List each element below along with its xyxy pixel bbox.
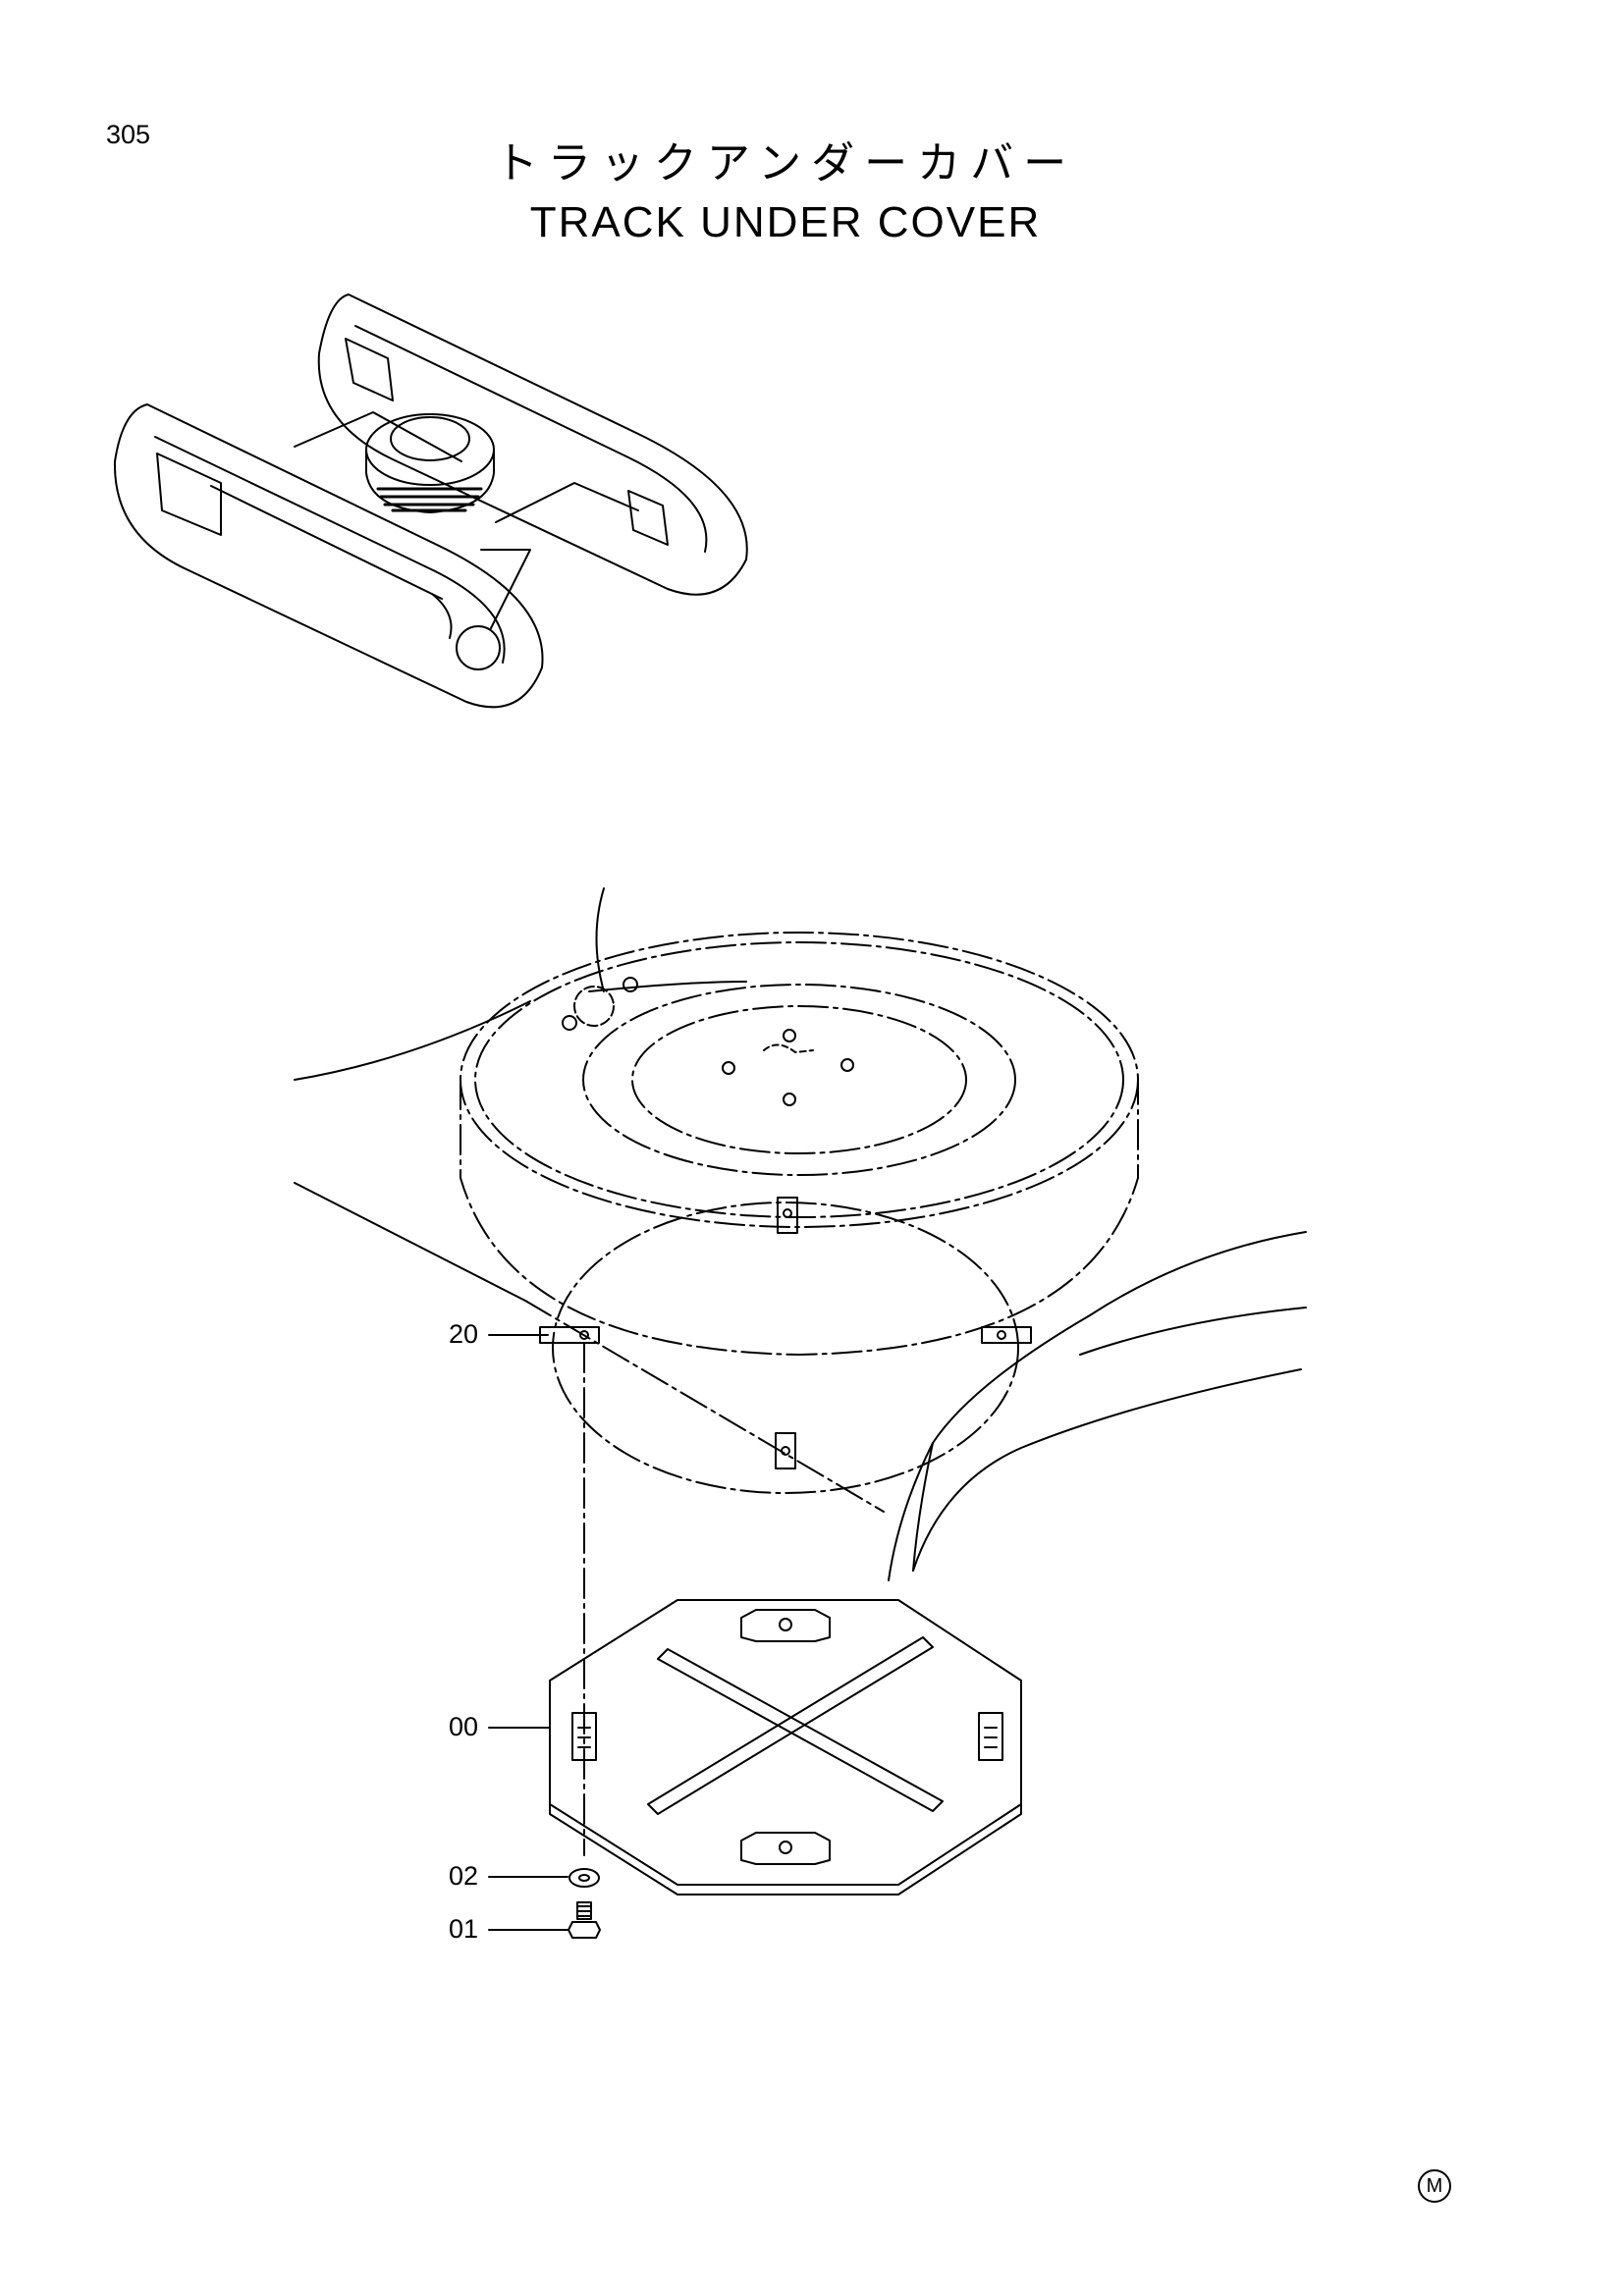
callout-01: 01 — [449, 1914, 479, 1944]
callout-02: 02 — [449, 1861, 479, 1891]
callout-leaders — [488, 1334, 568, 1931]
callout-20: 20 — [449, 1319, 479, 1349]
page-title-japanese: トラックアンダーカバー — [494, 138, 1077, 188]
page-number: 305 — [106, 120, 151, 149]
page-title: TRACK UNDER COVER — [529, 198, 1042, 246]
callout-00: 00 — [449, 1712, 479, 1741]
title-block: トラックアンダーカバー TRACK UNDER COVER — [373, 135, 1198, 251]
m-mark-icon: M — [1418, 2169, 1451, 2203]
undercarriage-overview-illustration — [113, 294, 748, 709]
main-exploded-view — [294, 887, 1307, 1939]
